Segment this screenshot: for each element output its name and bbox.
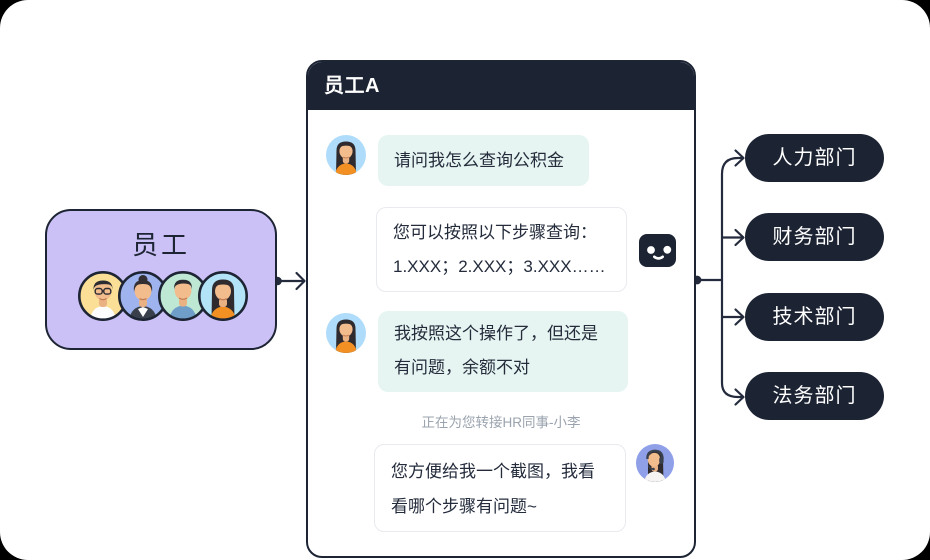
chat-bubble-user-1: 请问我怎么查询公积金 <box>378 135 589 186</box>
arrowhead-dept-3 <box>734 308 745 326</box>
employee-avatar-1-icon <box>78 271 128 321</box>
chat-bubble-user-2-line-1: 我按照这个操作了，但还是 <box>394 324 598 343</box>
chat-bubble-bot: 您可以按照以下步骤查询： 1.XXX；2.XXX；3.XXX…… <box>376 207 627 292</box>
chat-user-avatar-icon <box>326 135 366 175</box>
employee-avatar-2-icon <box>118 271 168 321</box>
chat-user-avatar-2-icon <box>326 313 366 353</box>
transfer-status-text: 正在为您转接HR同事-小李 <box>421 415 581 430</box>
department-pill-legal-label: 法务部门 <box>772 385 857 407</box>
robot-face-icon <box>639 234 676 267</box>
chat-bubble-agent-line-1: 您方便给我一个截图，我看 <box>391 462 595 481</box>
chat-bubble-agent: 您方便给我一个截图，我看 看哪个步骤有问题~ <box>374 444 626 532</box>
arrow-employee-to-chat <box>273 271 306 291</box>
department-pill-tech: 技术部门 <box>745 293 884 341</box>
department-pill-finance: 财务部门 <box>745 213 884 261</box>
chat-bubble-bot-line-1: 您可以按照以下步骤查询： <box>393 223 597 242</box>
arrowhead-dept-4 <box>734 388 745 406</box>
department-pill-finance-label: 财务部门 <box>772 226 857 248</box>
department-pill-hr: 人力部门 <box>745 134 884 182</box>
department-pill-tech-label: 技术部门 <box>772 306 857 328</box>
employee-avatar-3-icon <box>158 271 208 321</box>
department-pill-hr-label: 人力部门 <box>772 147 857 169</box>
department-pill-legal: 法务部门 <box>745 372 884 420</box>
chat-bubble-agent-line-2: 看哪个步骤有问题~ <box>391 497 537 516</box>
arrowhead-left <box>295 271 306 291</box>
employee-group-label: 员工 <box>131 230 190 260</box>
chat-bubble-bot-line-2: 1.XXX；2.XXX；3.XXX…… <box>393 257 606 276</box>
arrow-chat-to-departments <box>692 149 745 406</box>
employee-avatar-4-icon <box>198 271 248 321</box>
chat-bubble-user-1-text: 请问我怎么查询公积金 <box>394 151 564 170</box>
chat-window: 员工A 请问我怎么查询公积金 您可以按照以 <box>306 60 696 558</box>
employee-group-box: 员工 <box>45 209 277 350</box>
employee-avatars-row <box>47 271 275 321</box>
arrowhead-dept-1 <box>734 149 745 167</box>
chat-window-header: 员工A <box>308 62 694 110</box>
arrowhead-dept-2 <box>734 228 745 247</box>
chat-window-title: 员工A <box>324 75 380 97</box>
chat-message-list: 请问我怎么查询公积金 您可以按照以下步骤查询： 1.XXX；2.XXX；3.XX… <box>308 110 694 548</box>
agent-headset-avatar-icon <box>636 444 674 482</box>
chat-bubble-user-2-line-2: 有问题，余额不对 <box>394 358 530 377</box>
chat-bubble-user-2: 我按照这个操作了，但还是 有问题，余额不对 <box>378 311 628 392</box>
